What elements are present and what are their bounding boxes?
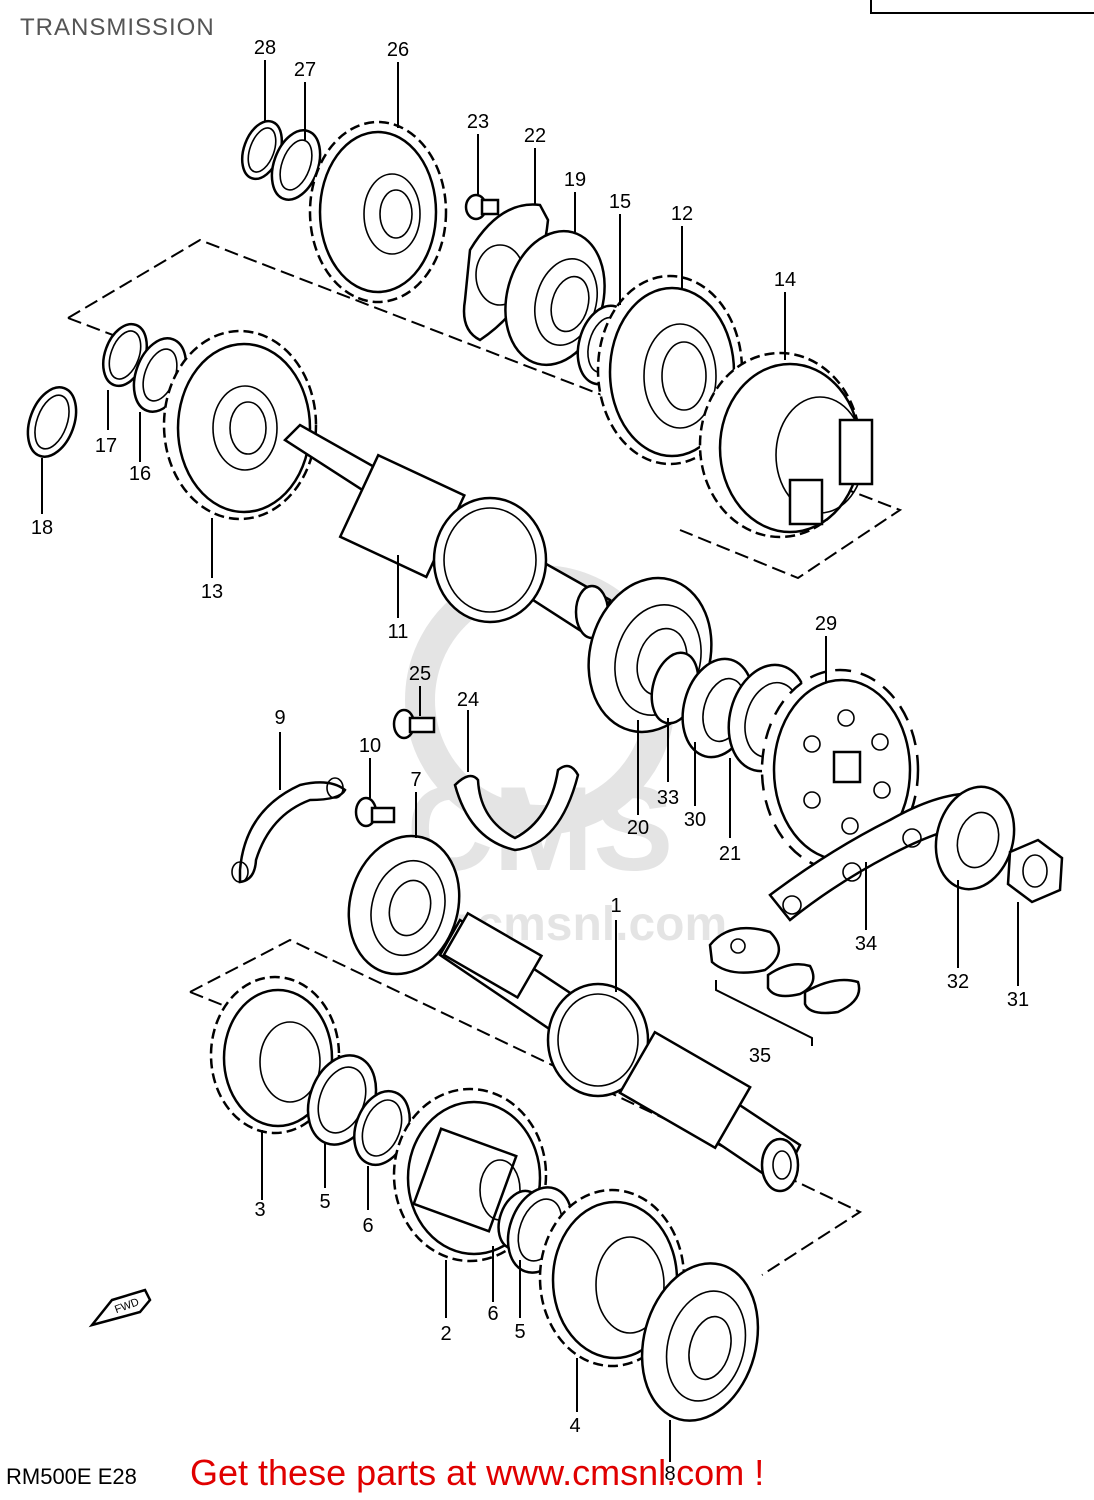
leader-lines [41,60,1019,1462]
retainer-9 [231,777,347,884]
callout-10: 10 [359,735,381,757]
screw-10 [354,796,396,828]
screw-23 [464,193,500,221]
callout-14: 14 [774,269,796,291]
callout-22: 22 [524,125,546,147]
bearing-8 [640,1262,760,1422]
callout-30: 30 [684,809,706,831]
callout-26: 26 [387,39,409,61]
countershaft-11 [283,423,612,642]
bearing-7 [347,834,461,976]
lock-washer-32 [934,785,1016,891]
model-code: RM500E E28 [6,1464,137,1489]
callout-11: 11 [388,621,409,643]
nut-31 [1006,838,1064,904]
chain-joint-35 [708,926,861,1046]
callout-24: 24 [457,689,479,711]
page-title: TRANSMISSION [20,14,215,41]
gear-3 [209,975,341,1135]
callout-9: 9 [274,707,285,729]
callout-1: 1 [610,895,621,917]
callout-28: 28 [254,37,276,59]
callout-16: 16 [129,463,151,485]
callout-34: 34 [855,933,877,955]
driveshaft-1 [438,911,802,1193]
callout-32: 32 [947,971,969,993]
callout-2: 2 [440,1323,451,1345]
circlip-28 [240,119,284,181]
callout-13: 13 [201,581,223,603]
retainer-24 [453,764,580,852]
callout-12: 12 [671,203,693,225]
callout-18: 18 [31,517,53,539]
gear-14 [698,351,874,539]
callout-29: 29 [815,613,837,635]
callout-6-lower: 6 [487,1303,498,1325]
callout-23: 23 [467,111,489,133]
callout-25: 25 [409,663,431,685]
callout-21: 21 [719,843,741,865]
callout-3: 3 [254,1199,265,1221]
callout-31: 31 [1007,989,1029,1011]
gear-13 [162,329,318,521]
callout-labels: 1 2 3 4 5 5 6 6 7 8 9 10 11 12 13 14 15 … [31,37,1029,1485]
callout-4: 4 [569,1415,580,1437]
callout-7: 7 [410,769,421,791]
callout-33: 33 [657,787,679,809]
callout-6-upper: 6 [362,1215,373,1237]
promo-link[interactable]: Get these parts at www.cmsnl.com ! [190,1452,765,1493]
callout-5-upper: 5 [319,1191,330,1213]
callout-8: 8 [664,1463,675,1485]
callout-5-lower: 5 [514,1321,525,1343]
countershaft-frame [67,238,903,580]
circlip-18 [26,386,78,458]
callout-20: 20 [627,817,649,839]
sprocket-29 [760,668,920,872]
gear-26 [308,120,448,304]
callout-19: 19 [564,169,586,191]
callout-27: 27 [294,59,316,81]
fwd-arrow: FWD [88,1288,152,1328]
callout-15: 15 [609,191,631,213]
screw-25 [392,708,436,740]
corner-frame [870,0,1094,14]
callout-35: 35 [749,1045,771,1067]
callout-17: 17 [95,435,117,457]
